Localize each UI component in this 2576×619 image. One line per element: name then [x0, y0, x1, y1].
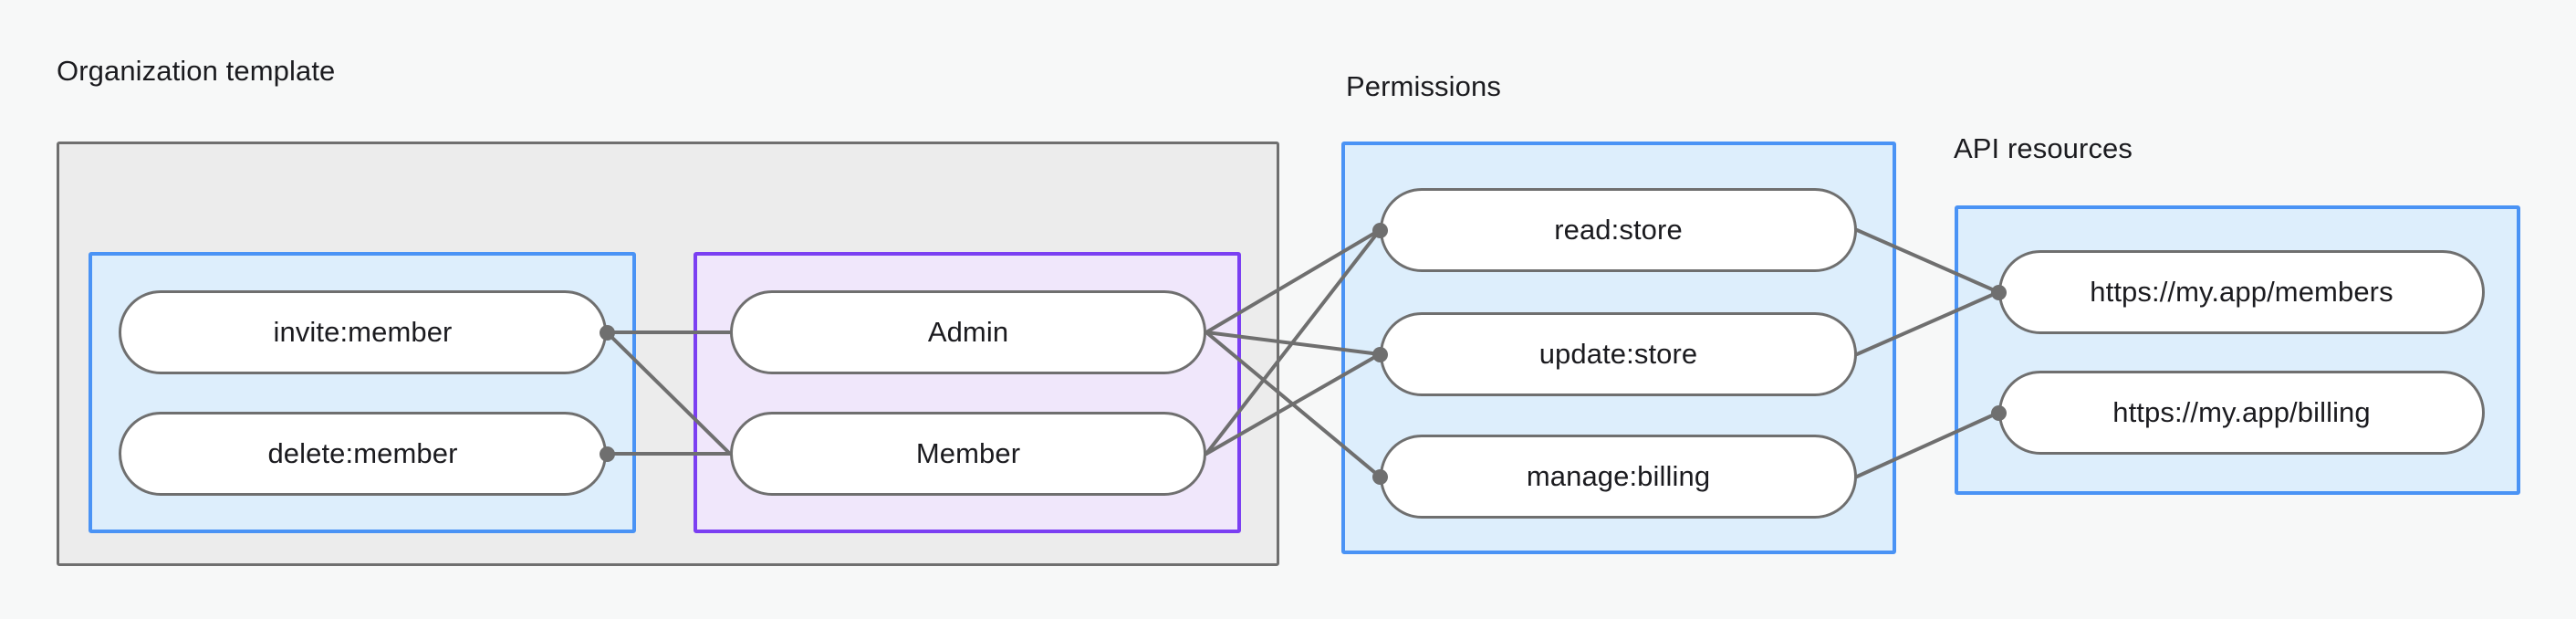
node-member[interactable]: Member: [730, 412, 1206, 496]
organization-template-title: Organization template: [57, 55, 336, 87]
port-manage-billing-in: [1372, 469, 1388, 485]
port-delete-member-out: [600, 446, 615, 462]
node-api-billing[interactable]: https://my.app/billing: [1998, 371, 2485, 455]
node-delete-member[interactable]: delete:member: [119, 412, 607, 496]
api-resources-title: API resources: [1954, 132, 2133, 164]
node-update-store[interactable]: update:store: [1380, 312, 1857, 396]
node-manage-billing[interactable]: manage:billing: [1380, 435, 1857, 519]
port-update-store-in: [1372, 347, 1388, 362]
node-api-members[interactable]: https://my.app/members: [1998, 250, 2485, 334]
port-invite-member-out: [600, 325, 615, 341]
permissions-title: Permissions: [1346, 70, 1501, 102]
port-read-store-in: [1372, 223, 1388, 238]
node-admin[interactable]: Admin: [730, 290, 1206, 374]
node-invite-member[interactable]: invite:member: [119, 290, 607, 374]
port-api-billing-in: [1991, 405, 2007, 421]
port-api-members-in: [1991, 285, 2007, 300]
node-read-store[interactable]: read:store: [1380, 188, 1857, 272]
